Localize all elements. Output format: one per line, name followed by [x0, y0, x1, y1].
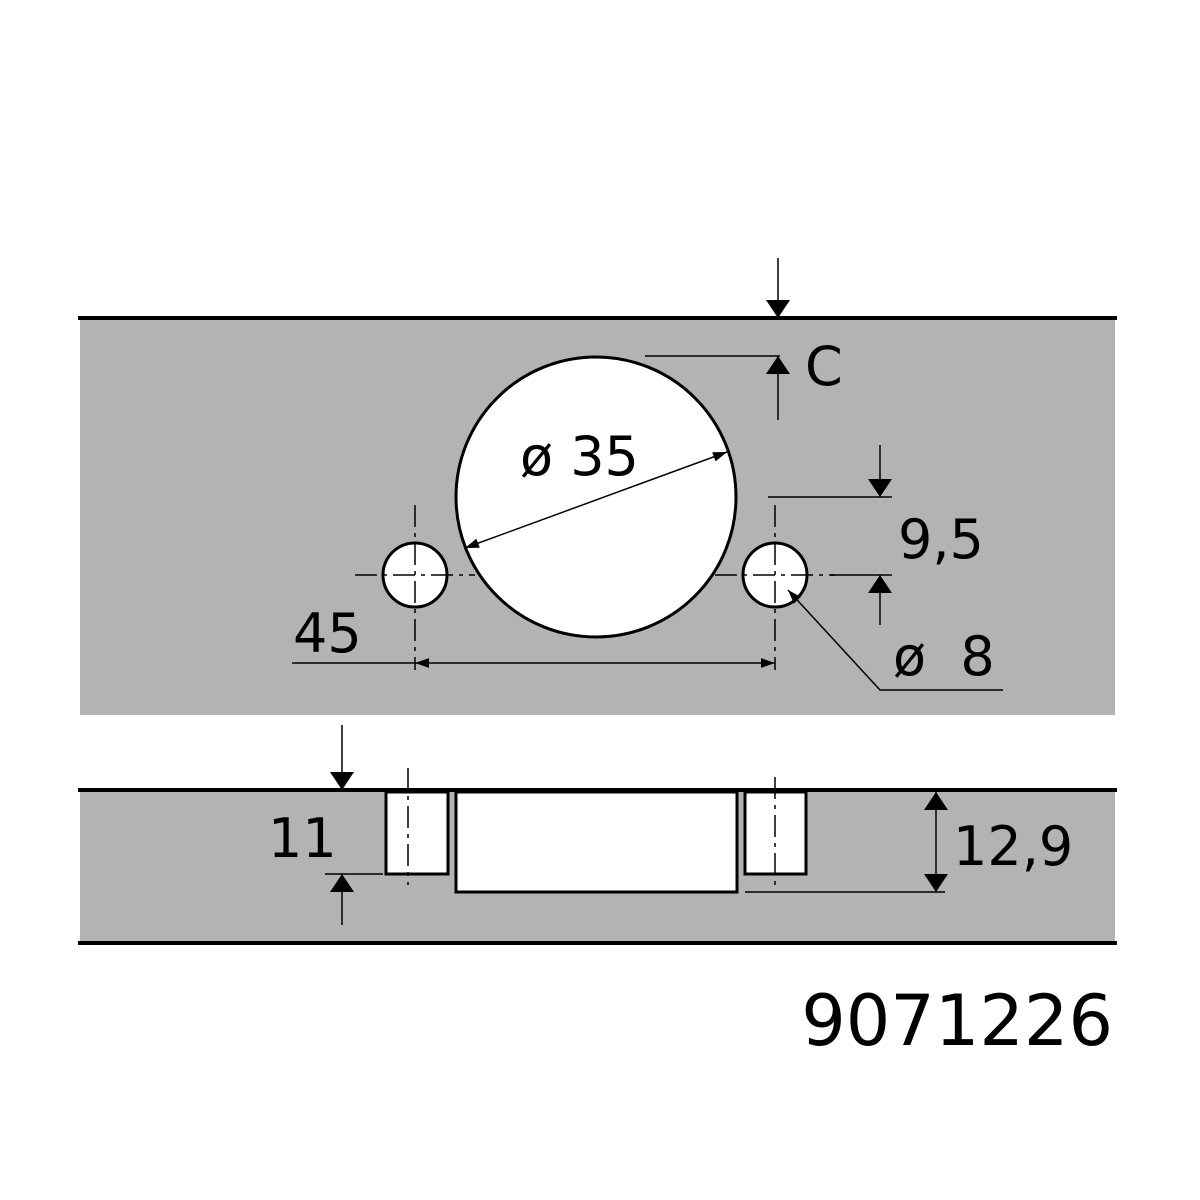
clearance-label: C — [805, 335, 843, 398]
cup-hole — [454, 355, 738, 639]
hole-offset-label: 9,5 — [898, 508, 984, 571]
cup-diameter-dimension — [464, 451, 728, 549]
top-view-panel: C ø 35 9,5 45 ø 8 — [78, 258, 1117, 715]
center-lines — [355, 505, 835, 670]
screw-depth-label: 11 — [268, 807, 337, 870]
clearance-dimension — [645, 258, 790, 420]
screw-diameter-label: ø 8 — [893, 625, 995, 688]
cup-depth-dimension — [745, 792, 948, 893]
hole-offset-dimension — [768, 445, 892, 625]
cup-diameter-label: ø 35 — [520, 425, 639, 488]
hole-spacing-label: 45 — [293, 602, 362, 665]
screw-depth-dimension — [325, 725, 383, 925]
screw-diameter-leader — [787, 589, 1003, 691]
section-view-panel: 11 12,9 — [78, 725, 1117, 945]
cup-depth-label: 12,9 — [953, 815, 1073, 878]
article-number: 9071226 — [801, 980, 1113, 1062]
cup-bore — [454, 790, 739, 894]
screw-bore-left — [384, 790, 450, 876]
